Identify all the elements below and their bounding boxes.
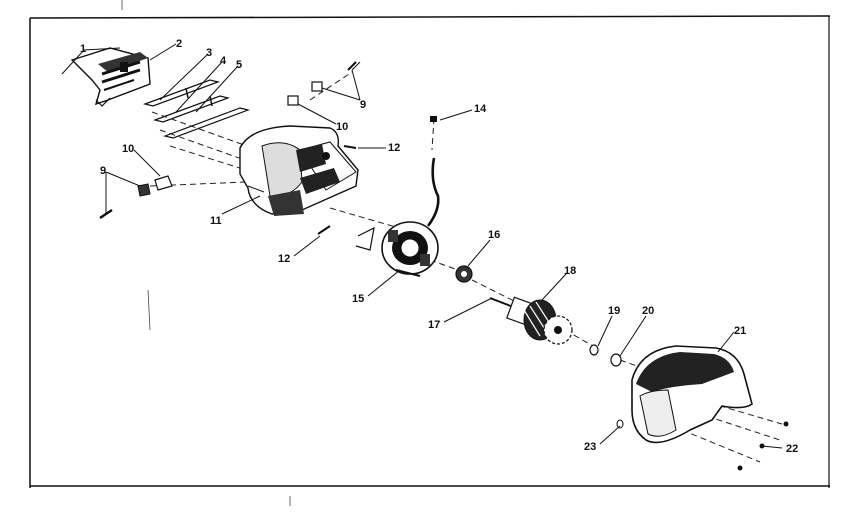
terminal-strips — [142, 79, 251, 139]
callout-18: 18 — [564, 265, 576, 277]
diagram-frame — [29, 0, 831, 506]
callout-9-top: 9 — [360, 99, 366, 111]
callout-labels: 1 2 3 4 5 9 10 12 14 10 9 11 12 16 18 15… — [80, 38, 798, 455]
callout-9-left: 9 — [100, 165, 106, 177]
armature-assembly — [489, 296, 573, 345]
callout-12-top: 12 — [388, 142, 400, 154]
callout-12-bottom: 12 — [278, 253, 290, 265]
callout-4: 4 — [220, 55, 227, 67]
callout-23: 23 — [584, 441, 596, 453]
callout-22: 22 — [786, 443, 798, 455]
callout-10-left: 10 — [122, 143, 134, 155]
bearing — [455, 265, 473, 283]
callout-16: 16 — [488, 229, 500, 241]
motor-housing — [239, 125, 359, 216]
callout-10-top: 10 — [336, 121, 348, 133]
callout-1: 1 — [80, 43, 86, 55]
washers — [589, 344, 622, 367]
callout-leaders — [61, 43, 783, 449]
brush-screws-top — [287, 61, 361, 106]
callout-15: 15 — [352, 293, 364, 305]
callout-17: 17 — [428, 319, 440, 331]
power-lead — [426, 157, 440, 227]
callout-14: 14 — [474, 103, 487, 115]
callout-5: 5 — [236, 59, 242, 71]
callout-21: 21 — [734, 325, 746, 337]
brush-cover-bracket — [70, 47, 151, 107]
field-assembly — [355, 221, 439, 277]
callout-19: 19 — [608, 305, 620, 317]
callout-2: 2 — [176, 38, 182, 50]
small-screws — [317, 116, 437, 235]
brush-screws-left — [99, 175, 173, 220]
callout-3: 3 — [206, 47, 212, 59]
gear-case — [631, 345, 753, 444]
callout-20: 20 — [642, 305, 654, 317]
callout-11: 11 — [210, 215, 222, 227]
